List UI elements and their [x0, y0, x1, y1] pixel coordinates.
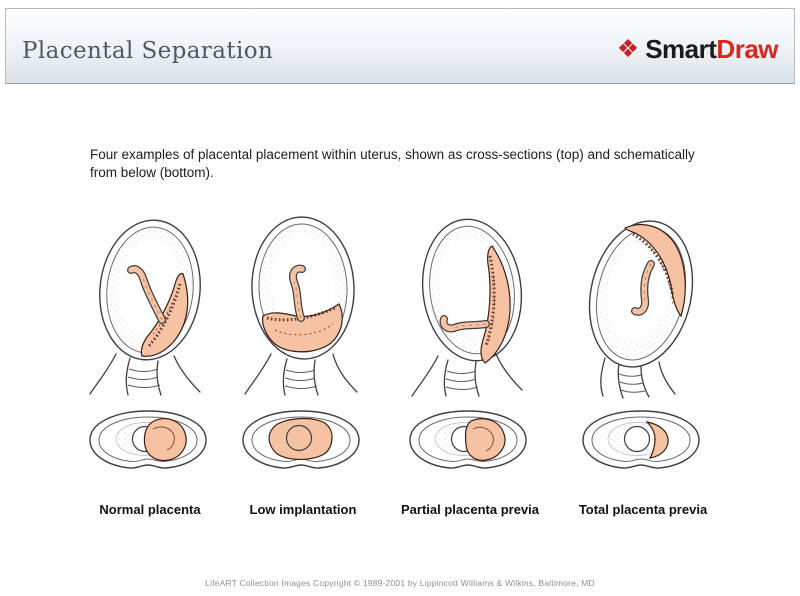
label-total-placenta-previa: Total placenta previa — [578, 502, 708, 517]
placenta-shape — [645, 421, 669, 459]
placenta-shape — [261, 303, 343, 353]
cross-section-low-implantation — [244, 216, 358, 396]
smartdraw-logo: ❖ SmartDraw — [616, 28, 779, 65]
smartdraw-wordmark: SmartDraw — [645, 34, 778, 65]
bottom-view-low-implantation — [242, 410, 360, 469]
figure-partial-placenta-previa — [385, 212, 555, 480]
smartdraw-diamonds-icon: ❖ — [616, 34, 640, 63]
label-partial-placenta-previa: Partial placenta previa — [400, 502, 539, 517]
figure-low-implantation — [218, 212, 388, 480]
description-text: Four examples of placental placement wit… — [90, 146, 695, 181]
placenta-shape — [464, 418, 506, 461]
bottom-view-normal-placenta — [89, 410, 207, 469]
cervical-os — [623, 425, 651, 453]
cervical-os — [285, 424, 313, 452]
cross-section-normal-placenta — [89, 219, 201, 396]
cervix — [443, 359, 449, 397]
placenta-shape — [480, 245, 511, 364]
cervix — [125, 357, 131, 396]
cervix — [617, 363, 624, 399]
title-bar: Placental Separation ❖ SmartDraw — [5, 8, 795, 84]
cervix — [282, 358, 288, 396]
logo-draw-text: Draw — [716, 33, 778, 64]
placenta-shape — [624, 223, 686, 318]
logo-smart-text: Smart — [645, 33, 717, 64]
copyright-text: LifeART Collection Images Copyright © 19… — [205, 578, 595, 588]
placenta-shape — [140, 272, 189, 357]
figure-total-placenta-previa — [558, 212, 728, 480]
cross-section-total-previa — [588, 220, 694, 399]
placenta-shape — [143, 418, 187, 462]
label-low-implantation: Low implantation — [249, 502, 357, 517]
bottom-view-total-previa — [582, 410, 700, 469]
label-normal-placenta: Normal placenta — [99, 502, 201, 517]
cross-section-partial-previa — [411, 218, 523, 397]
page-title: Placental Separation — [22, 38, 274, 64]
figure-normal-placenta — [65, 212, 235, 480]
bottom-view-partial-previa — [409, 410, 527, 469]
